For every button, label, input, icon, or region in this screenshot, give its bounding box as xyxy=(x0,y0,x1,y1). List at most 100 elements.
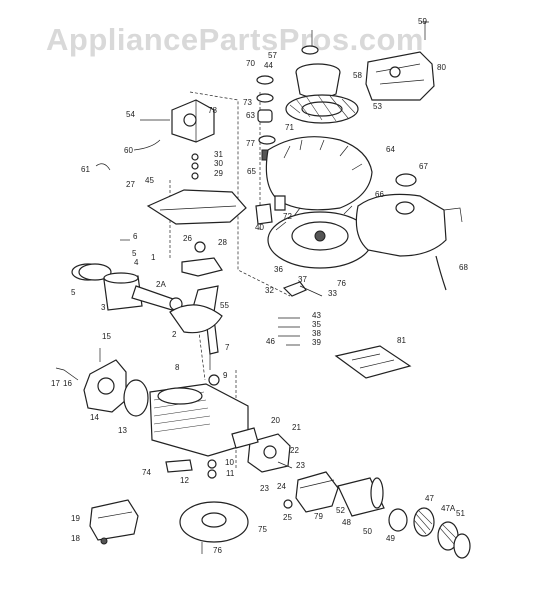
callout-31: 31 xyxy=(214,150,223,159)
cylinder-block xyxy=(149,374,249,457)
callout-53: 53 xyxy=(373,102,382,111)
carburetor xyxy=(231,427,293,473)
callout-55: 55 xyxy=(220,301,229,310)
callout-81: 81 xyxy=(397,336,406,345)
air-filter-screen xyxy=(413,507,471,559)
callout-16: 16 xyxy=(63,379,72,388)
callout-47: 47 xyxy=(425,494,434,503)
callout-12: 12 xyxy=(180,476,189,485)
callout-4: 4 xyxy=(134,258,139,267)
callout-22: 22 xyxy=(290,446,299,455)
callout-76b: 76 xyxy=(213,546,222,555)
callout-28: 28 xyxy=(218,238,227,247)
intake-tube xyxy=(337,477,408,532)
callout-30: 30 xyxy=(214,159,223,168)
callout-14: 14 xyxy=(90,413,99,422)
callout-13: 13 xyxy=(118,426,127,435)
callout-66: 66 xyxy=(375,190,384,199)
callout-23: 23 xyxy=(296,461,305,470)
callout-80: 80 xyxy=(437,63,446,72)
callout-38: 38 xyxy=(312,329,321,338)
callout-47a: 47A xyxy=(441,504,456,513)
callout-9: 9 xyxy=(223,371,228,380)
air-cleaner-housing xyxy=(365,51,435,101)
callout-19: 19 xyxy=(71,514,80,523)
callout-70: 70 xyxy=(246,59,255,68)
callout-51: 51 xyxy=(456,509,465,518)
callout-10: 10 xyxy=(225,458,234,467)
callout-44: 44 xyxy=(264,61,273,70)
fuel-tank xyxy=(355,173,463,257)
air-filter-element xyxy=(285,94,359,124)
callout-15: 15 xyxy=(102,332,111,341)
watermark-text: AppliancePartsPros.com xyxy=(46,22,424,57)
callout-1: 1 xyxy=(151,253,156,262)
callout-43: 43 xyxy=(312,311,321,320)
callout-23b: 23 xyxy=(260,484,269,493)
crankshaft xyxy=(169,285,223,355)
callout-2a: 2A xyxy=(156,280,166,289)
callout-54: 54 xyxy=(126,110,135,119)
throttle-bracket xyxy=(146,189,247,225)
callout-8: 8 xyxy=(175,363,180,372)
callout-6: 6 xyxy=(133,232,138,241)
callout-79: 79 xyxy=(314,512,323,521)
callout-48: 48 xyxy=(342,518,351,527)
callout-5b: 5 xyxy=(71,288,76,297)
callout-37: 37 xyxy=(298,275,307,284)
callout-74: 74 xyxy=(142,468,151,477)
ignition-module xyxy=(171,99,215,143)
callout-7: 7 xyxy=(225,343,230,352)
callout-67: 67 xyxy=(419,162,428,171)
callout-72: 72 xyxy=(283,212,292,221)
parts-drawing xyxy=(55,21,471,559)
callout-77: 77 xyxy=(246,139,255,148)
piston-assembly xyxy=(103,272,183,311)
callout-64: 64 xyxy=(386,145,395,154)
callout-5a: 5 xyxy=(132,249,137,258)
callout-57a: 57 xyxy=(268,51,277,60)
filter-cup xyxy=(295,63,341,99)
callout-59: 59 xyxy=(418,17,427,26)
callout-32: 32 xyxy=(265,286,274,295)
callout-60: 60 xyxy=(124,146,133,155)
callout-75: 75 xyxy=(258,525,267,534)
callout-73: 73 xyxy=(243,98,252,107)
callout-24: 24 xyxy=(277,482,286,491)
callout-63: 63 xyxy=(246,111,255,120)
callout-21: 21 xyxy=(292,423,301,432)
callout-27: 27 xyxy=(126,180,135,189)
callout-46: 46 xyxy=(266,337,275,346)
callout-50: 50 xyxy=(363,527,372,536)
callout-76a: 76 xyxy=(337,279,346,288)
callout-45: 45 xyxy=(145,176,154,185)
callout-20: 20 xyxy=(271,416,280,425)
muffler xyxy=(89,499,139,545)
flywheel xyxy=(267,205,373,269)
callout-2b: 2 xyxy=(172,330,177,339)
callout-68: 68 xyxy=(459,263,468,272)
callout-49: 49 xyxy=(386,534,395,543)
callout-36: 36 xyxy=(274,265,283,274)
callout-40: 40 xyxy=(255,223,264,232)
callout-17: 17 xyxy=(51,379,60,388)
base-plate xyxy=(179,501,249,543)
callout-58: 58 xyxy=(353,71,362,80)
callout-61: 61 xyxy=(81,165,90,174)
callout-33: 33 xyxy=(328,289,337,298)
callout-11: 11 xyxy=(226,469,235,478)
callout-18: 18 xyxy=(71,534,80,543)
callout-71: 71 xyxy=(285,123,294,132)
callout-3: 3 xyxy=(101,303,106,312)
reed-block xyxy=(283,471,339,513)
callout-65: 65 xyxy=(247,167,256,176)
callout-39: 39 xyxy=(312,338,321,347)
callout-26: 26 xyxy=(183,234,192,243)
callout-78: 78 xyxy=(208,106,217,115)
callout-29: 29 xyxy=(214,169,223,178)
gasket-sheet xyxy=(334,345,412,379)
callout-35: 35 xyxy=(312,320,321,329)
callout-52: 52 xyxy=(336,506,345,515)
